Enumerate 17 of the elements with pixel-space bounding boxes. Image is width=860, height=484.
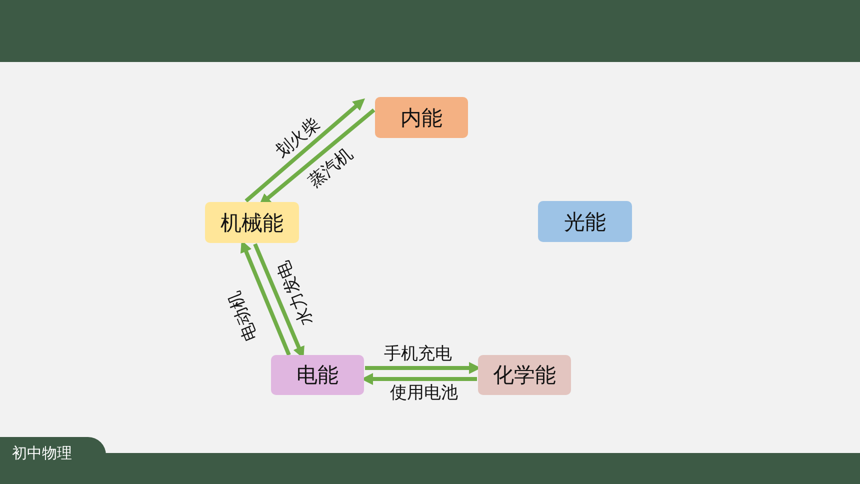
node-label: 光能 <box>564 208 606 236</box>
edge-label: 手机充电 <box>384 344 452 364</box>
arrow <box>244 98 366 203</box>
energy-box <box>478 355 571 395</box>
node-label: 机械能 <box>220 210 284 236</box>
node-label: 电能 <box>296 362 338 389</box>
energy-box <box>538 201 632 242</box>
energy-box <box>271 355 364 395</box>
node-label: 化学能 <box>493 362 556 389</box>
arrow <box>240 240 291 356</box>
energy-box <box>375 97 468 138</box>
edge-label: 使用电池 <box>390 383 458 403</box>
edge-label: 水力发电 <box>273 258 317 328</box>
node-label: 内能 <box>400 104 442 132</box>
edge-label: 电动机 <box>224 288 262 344</box>
footer-label: 初中物理 <box>12 443 72 463</box>
energy-box <box>205 202 299 243</box>
